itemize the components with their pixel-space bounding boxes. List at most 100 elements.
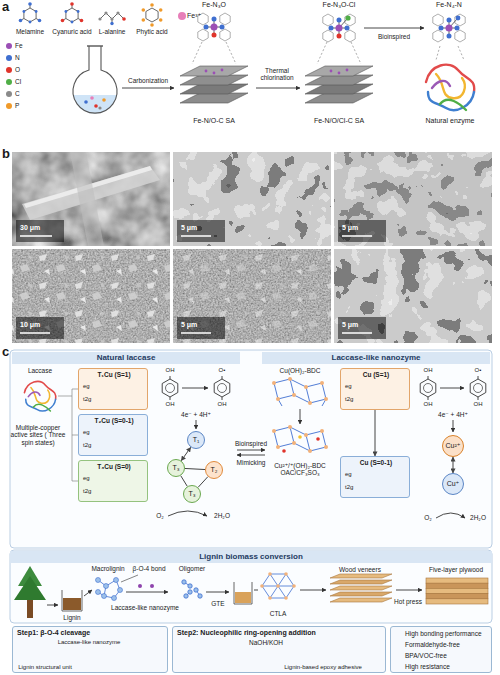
drawing-part	[198, 13, 230, 41]
drawing-part	[345, 26, 350, 31]
drawing-part	[204, 25, 209, 30]
drawing-part	[24, 8, 36, 22]
drawing-part	[420, 376, 436, 400]
drawing-part	[272, 381, 276, 385]
stage-label: CTLA	[270, 610, 287, 617]
sem-image: 5 μm	[334, 249, 492, 343]
drawing-part	[112, 596, 117, 601]
drawing-part	[284, 572, 288, 576]
drawing-part	[433, 14, 465, 42]
drawing-part	[453, 420, 454, 432]
drawing-part	[38, 19, 42, 23]
drawing-part	[180, 66, 248, 103]
legend-text: Cl	[15, 78, 21, 85]
drawing-part	[426, 599, 488, 604]
legend-swatch	[6, 91, 12, 97]
drawing-part	[329, 26, 334, 31]
legend-swatch	[6, 55, 12, 61]
drawing-part	[426, 578, 488, 604]
drawing-part	[447, 18, 452, 23]
species-label: 2H₂O	[214, 512, 230, 519]
step-label: Carbonization	[128, 77, 168, 84]
spin-state-box: Cu (S=1)egt2g	[340, 368, 410, 410]
material-name: Fe-N/O-C SA	[193, 117, 235, 125]
drawing-part	[324, 397, 328, 401]
step-label: Thermal chlorination	[255, 67, 299, 82]
node-text: Step1: β-O-4 cleavage	[17, 629, 90, 637]
structure-name: Fe-N₃O-Cl	[323, 1, 356, 9]
drawing-part	[104, 11, 107, 14]
material-name: Cu²⁺/⁺(OH)₂-BDC OAC/CF₃SO₃	[269, 462, 331, 477]
legend-text: C	[15, 90, 20, 97]
node-text: Lignin-based epoxy adhesive	[284, 664, 362, 671]
drawing-part	[426, 583, 488, 588]
drawing-part	[338, 220, 386, 242]
copper-site-circle: Cu⁺	[442, 473, 464, 495]
connector	[375, 410, 376, 456]
reaction-label: 4e⁻ + 4H⁺	[438, 411, 468, 418]
stage-label: Lignin	[63, 614, 80, 621]
drawing-part	[20, 236, 372, 333]
drawing-part	[87, 45, 103, 46]
drawing-part	[330, 574, 392, 602]
drawing-part	[188, 584, 192, 588]
drawing-part	[110, 17, 113, 20]
ion-label: Fe³⁺	[187, 12, 201, 20]
legend-item: Cl	[6, 78, 21, 85]
flask-drawing	[73, 46, 117, 113]
drawing-part	[220, 25, 225, 30]
drawing-part	[98, 11, 125, 25]
drawing-part	[336, 25, 343, 32]
copper-site-circle: Cu²⁺	[442, 435, 464, 457]
drawing-part	[212, 17, 217, 22]
drawing-part	[71, 21, 74, 24]
drawing-part	[96, 578, 123, 601]
node-text: T₃	[172, 464, 179, 472]
drawing-part	[288, 377, 292, 381]
node-text: Cu²⁺	[446, 442, 461, 450]
step-label: Mimicking	[237, 459, 266, 466]
step-label: Laccase-like nanozyme	[111, 604, 179, 611]
drawing-part	[292, 393, 296, 397]
drawing-part	[292, 584, 296, 588]
drawing-part	[94, 104, 98, 108]
feature-list: High bonding performanceFormaldehyde-fre…	[390, 626, 492, 673]
legend-item: C	[6, 90, 20, 97]
drawing-part	[184, 594, 188, 598]
drawing-part	[142, 3, 163, 27]
drawing-part	[300, 590, 326, 591]
drawing-part	[330, 598, 392, 602]
section-header: Natural laccase	[12, 352, 240, 364]
species-label: O₂	[424, 514, 432, 521]
copper-site-circle: T₁	[187, 431, 205, 449]
drawing-part	[159, 8, 163, 12]
lignin-pipeline	[14, 566, 488, 618]
node-text: T₃Cu (S=0)	[97, 463, 131, 470]
node-text: 5 μm	[342, 321, 358, 329]
node-text: 30 μm	[20, 224, 40, 232]
synthesis-arrows	[122, 28, 464, 88]
drawing-part	[268, 596, 272, 600]
group-label: O•	[475, 367, 482, 374]
node-text: t2g	[83, 442, 91, 449]
species-label: 2H₂O	[470, 514, 486, 521]
node-text: Natural laccase	[97, 353, 156, 362]
node-text: High resistance	[405, 663, 450, 670]
drawing-part	[27, 600, 33, 618]
drawing-part	[268, 572, 272, 576]
drawing-part	[194, 588, 198, 592]
step-label: Bioinspired	[378, 33, 410, 40]
drawing-part	[10, 550, 492, 623]
node-text: 5 μm	[181, 321, 197, 329]
node-text: eg	[83, 429, 90, 436]
sem-image: 30 μm	[12, 152, 170, 246]
drawing-part	[345, 15, 350, 20]
drawing-part	[90, 96, 94, 100]
spin-state-box: T₃Cu (S=0)egt2g	[78, 460, 148, 502]
drawing-part	[334, 152, 492, 246]
drawing-part	[237, 450, 265, 451]
drawing-part	[10, 350, 492, 548]
spin-state-box: T₂Cu (S=0-1)egt2g	[78, 414, 148, 456]
